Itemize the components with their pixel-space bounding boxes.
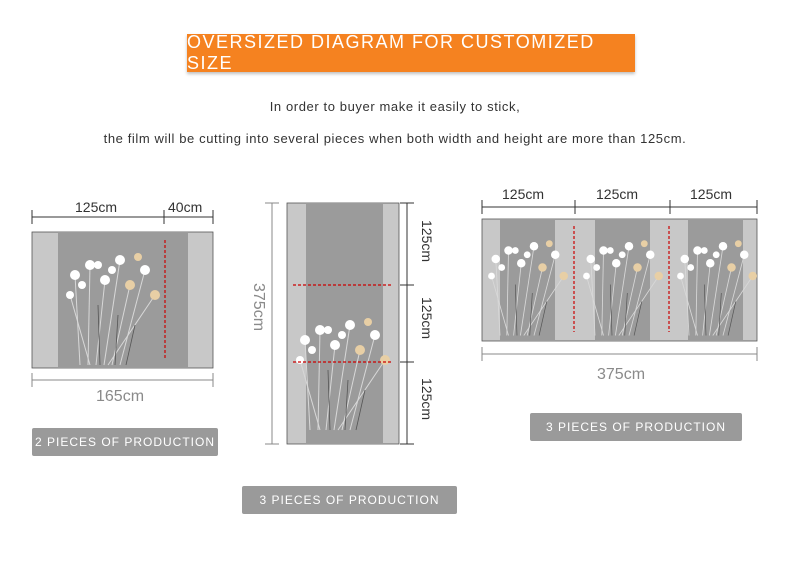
right-width-3-label: 125cm bbox=[690, 186, 733, 202]
right-width-2-label: 125cm bbox=[596, 186, 639, 202]
middle-height-2-label: 125cm bbox=[419, 297, 435, 340]
middle-height-3-label: 125cm bbox=[419, 378, 435, 421]
middle-height-1-label: 125cm bbox=[419, 220, 435, 263]
left-diagram bbox=[31, 210, 214, 387]
middle-pieces-badge: 3 PIECES OF PRODUCTION bbox=[242, 486, 457, 514]
left-width-2-label: 40cm bbox=[168, 199, 203, 215]
middle-total-height-label: 375cm bbox=[250, 283, 267, 332]
right-total-width-label: 375cm bbox=[597, 366, 646, 383]
middle-diagram bbox=[265, 202, 414, 445]
right-diagram bbox=[481, 200, 758, 361]
left-pieces-badge: 2 PIECES OF PRODUCTION bbox=[32, 428, 218, 456]
title-banner: OVERSIZED DIAGRAM FOR CUSTOMIZED SIZE bbox=[187, 32, 635, 73]
intro-line-2: the film will be cutting into several pi… bbox=[103, 131, 687, 146]
right-pieces-badge: 3 PIECES OF PRODUCTION bbox=[530, 413, 742, 441]
right-width-1-label: 125cm bbox=[502, 186, 545, 202]
intro-line-1: In order to buyer make it easily to stic… bbox=[269, 99, 521, 114]
left-total-width-label: 165cm bbox=[96, 388, 145, 405]
left-width-1-label: 125cm bbox=[75, 199, 118, 215]
